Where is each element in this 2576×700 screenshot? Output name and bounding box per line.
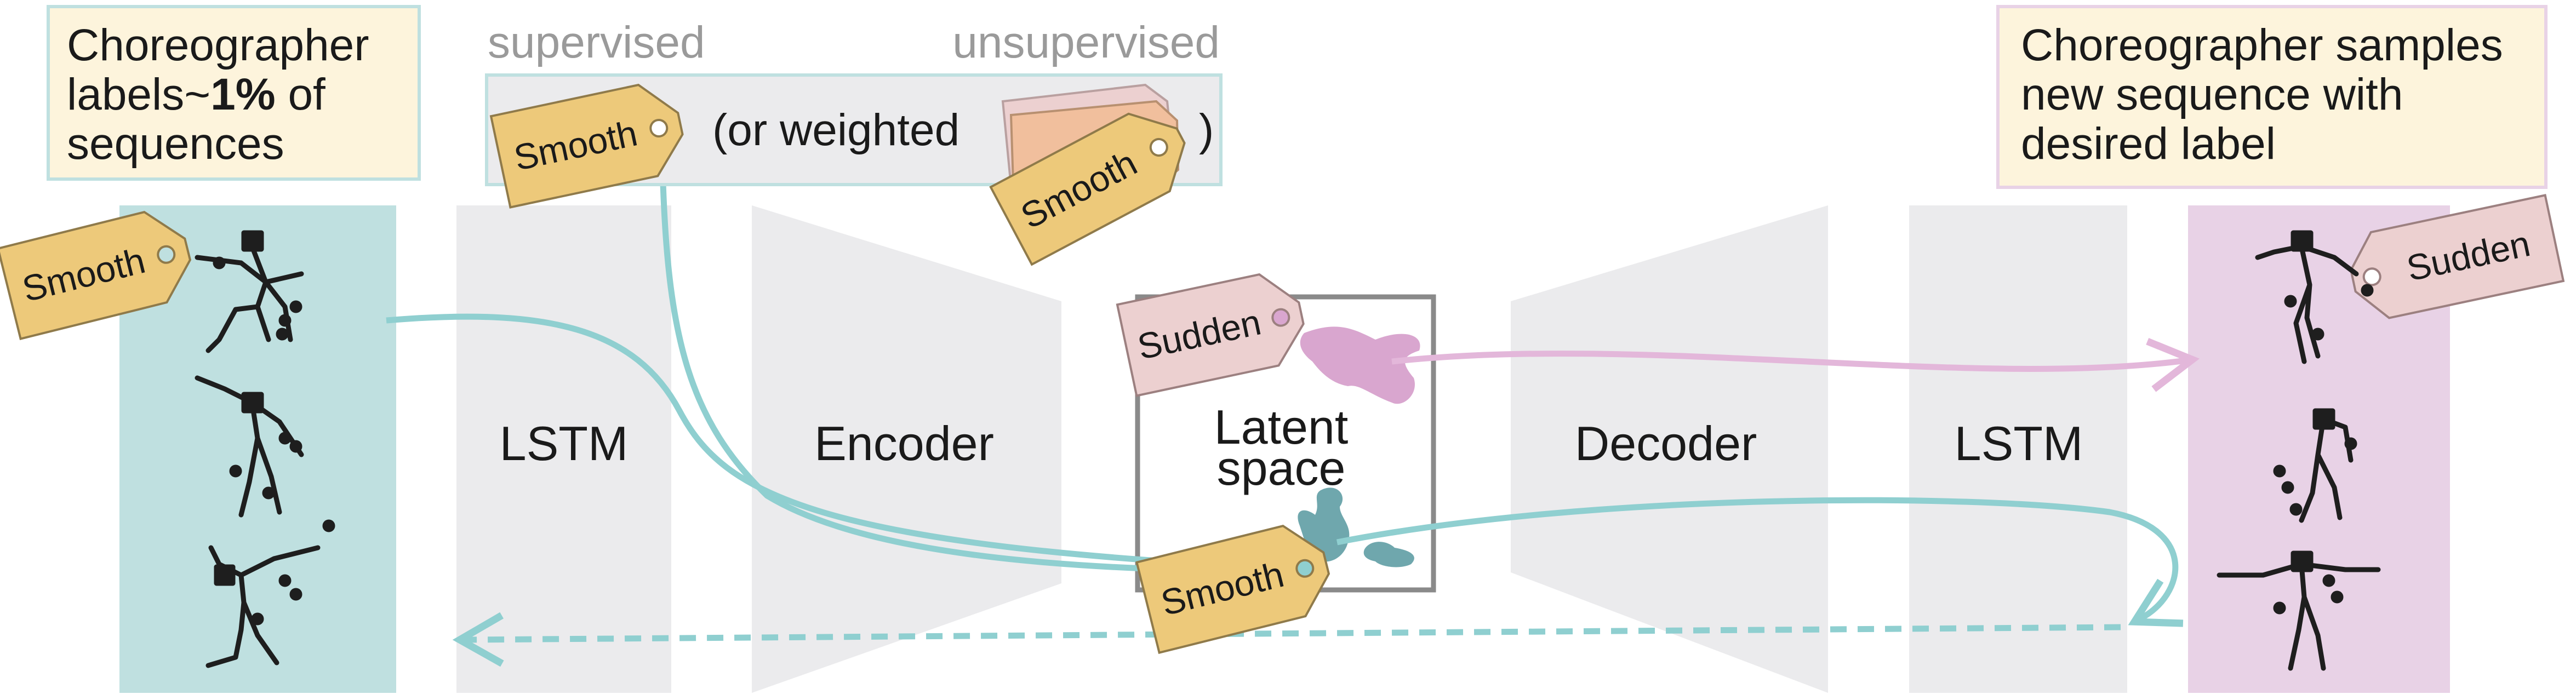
left-callout-line1: Choreographer <box>67 20 369 70</box>
input-dancer-2 <box>195 375 304 518</box>
supervised-smooth-tag: Smooth <box>489 83 684 209</box>
latent-space-label-line1: Latent <box>1214 400 1349 454</box>
right-callout-line3: desired label <box>2021 119 2276 169</box>
flow-line-sudden-sample <box>1391 337 2200 392</box>
left-callout-line3: sequences <box>67 119 284 169</box>
input-dancer-1 <box>195 230 304 353</box>
output-sudden-tag: Sudden <box>2350 194 2565 319</box>
latent-cluster-smooth-small <box>1363 542 1414 567</box>
flow-line-supervised-label <box>660 183 1179 573</box>
latent-space-label-line2: space <box>1217 441 1346 495</box>
unsupervised-caption: unsupervised <box>952 18 1220 67</box>
lstm-left-block <box>456 205 671 693</box>
flow-line-input-to-latent <box>386 313 1316 573</box>
right-callout-line1: Choreographer samples <box>2021 20 2503 70</box>
weighted-tag-stack: Smooth <box>989 83 1186 266</box>
right-callout-box <box>1996 5 2548 189</box>
left-callout-box <box>47 5 421 181</box>
lstm-right-label: LSTM <box>1955 416 2083 471</box>
flow-line-dashed-return <box>452 612 2121 667</box>
output-dancer-2 <box>2273 408 2357 523</box>
input-smooth-tag: Smooth <box>0 210 192 341</box>
encoder-block <box>752 205 1061 693</box>
encoder-label: Encoder <box>814 416 994 471</box>
lstm-left-label: LSTM <box>500 416 629 471</box>
left-callout-line2: labels~1% of <box>67 70 325 119</box>
decoder-block <box>1511 205 1828 693</box>
lstm-right-block <box>1909 205 2127 693</box>
weighted-label-close: ) <box>1199 105 1214 155</box>
flow-line-latent-to-output <box>1336 497 2184 627</box>
right-callout-line2: new sequence with <box>2021 70 2403 119</box>
latent-smooth-tag: Smooth <box>1135 524 1330 655</box>
output-dancer-1 <box>2255 230 2374 364</box>
decoder-label: Decoder <box>1575 416 1757 471</box>
latent-cluster-sudden <box>1300 326 1420 404</box>
latent-sudden-tag: Sudden <box>1116 273 1305 397</box>
output-dancer-3 <box>2217 550 2381 671</box>
input-dancer-3 <box>205 519 335 668</box>
supervised-caption: supervised <box>488 18 705 67</box>
weighted-label-text: (or weighted <box>712 105 959 155</box>
